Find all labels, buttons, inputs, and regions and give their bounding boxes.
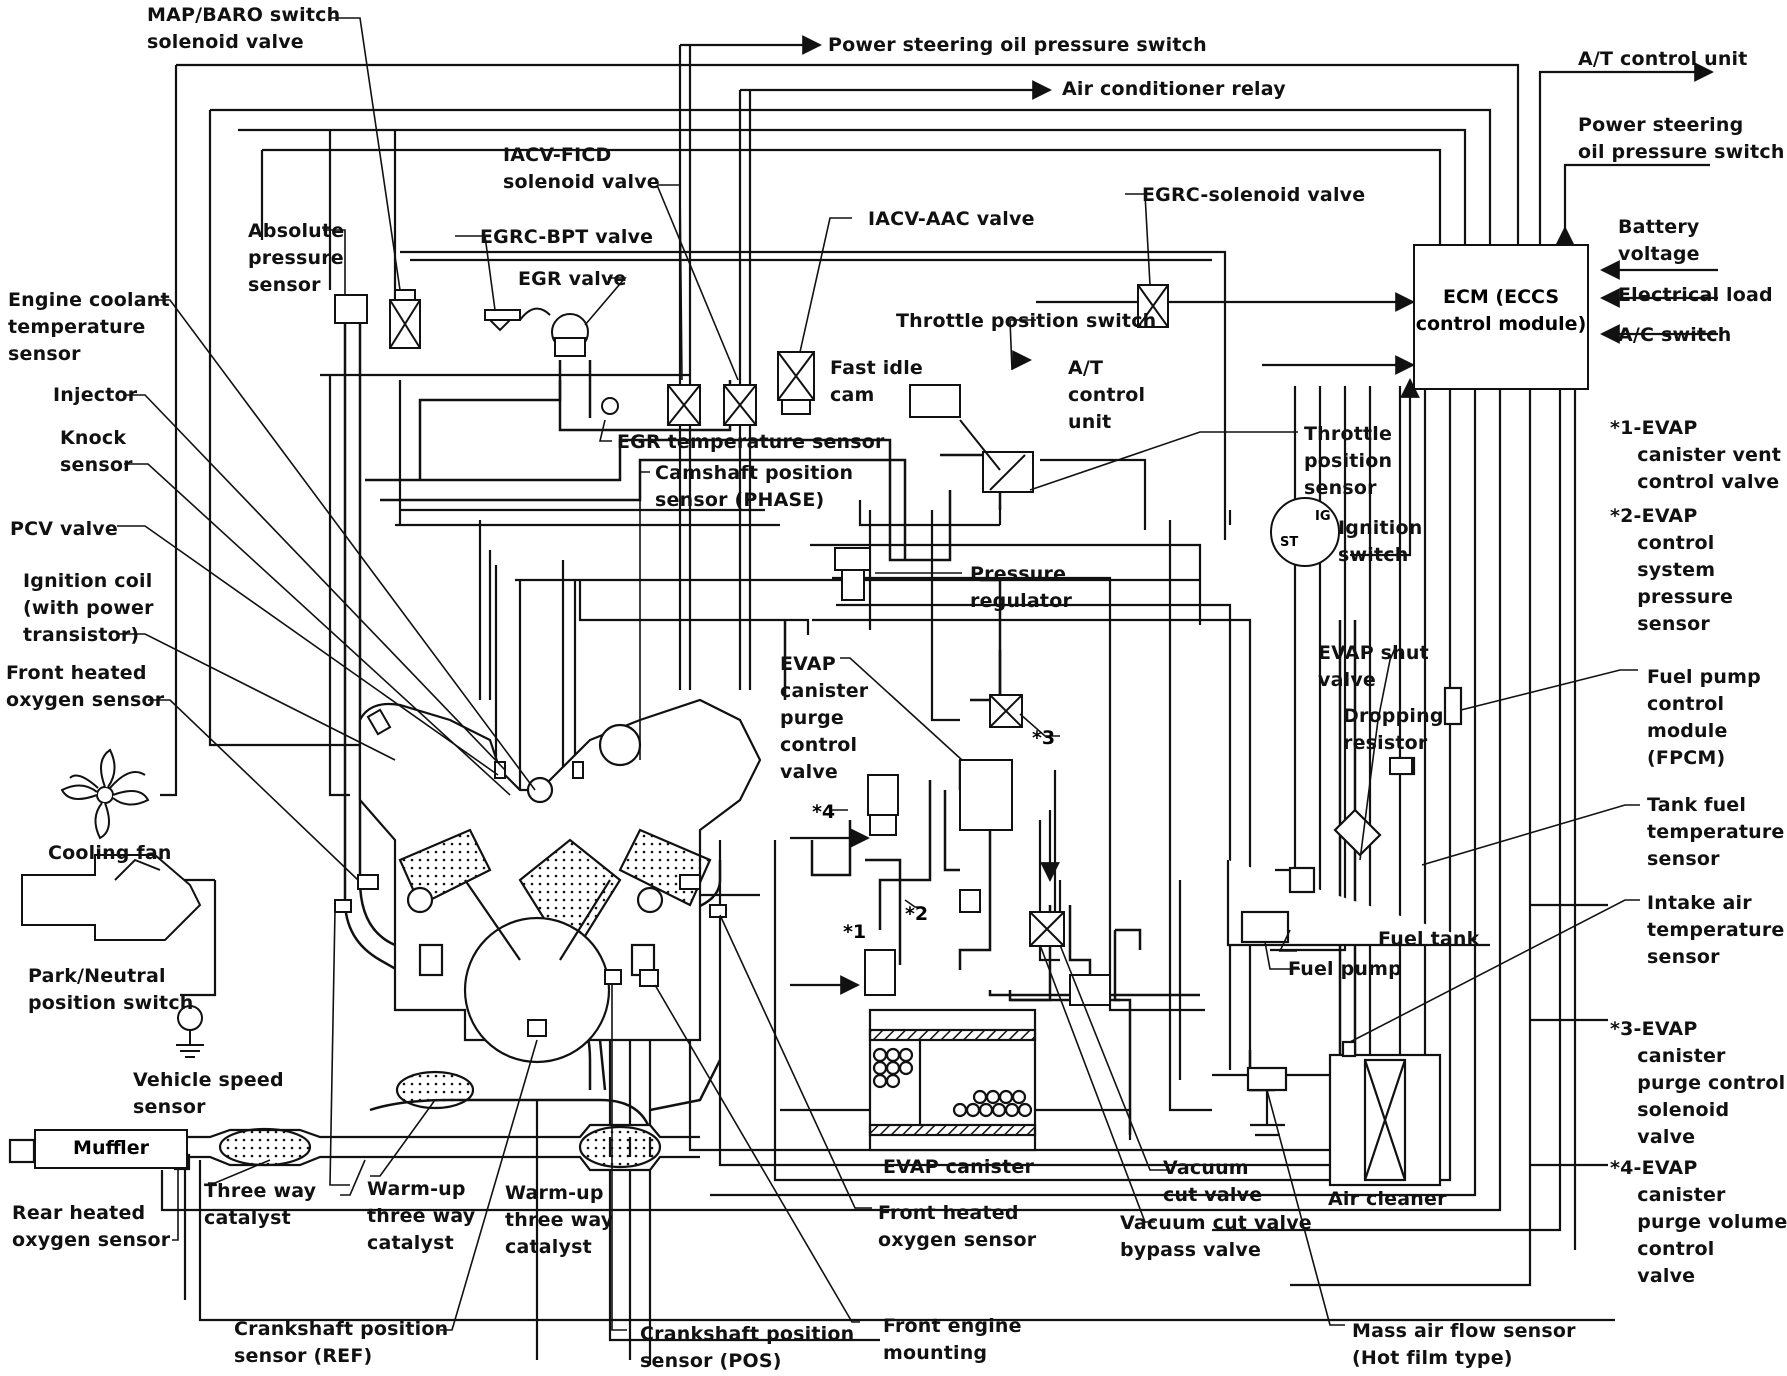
label-evap4: *4-EVAP canister purge volume control va… <box>1610 1157 1787 1287</box>
iacv-ficd-solenoid-valves <box>667 384 757 426</box>
label-iacv-ficd: IACV-FICD solenoid valve <box>503 144 660 193</box>
label-evap1: *1-EVAP canister vent control valve <box>1610 417 1782 493</box>
ecm-box: ECM (ECCS control module) <box>1413 244 1589 390</box>
label-ac-switch: A/C switch <box>1618 324 1732 346</box>
label-camshaft-position: Camshaft position sensor (PHASE) <box>655 462 854 511</box>
leader-lines <box>117 17 1640 1331</box>
pressure-regulator <box>834 547 871 601</box>
label-star2: *2 <box>905 903 928 925</box>
label-fpcm: Fuel pump control module (FPCM) <box>1647 666 1761 769</box>
iacv-aac-valve <box>777 351 815 415</box>
label-maf: Mass air flow sensor (Hot film type) <box>1352 1320 1576 1369</box>
label-throttle-position-switch: Throttle position switch <box>896 310 1157 332</box>
transmission <box>21 854 202 941</box>
label-crank-ref: Crankshaft position sensor (REF) <box>234 1318 449 1367</box>
label-evap-canister: EVAP canister <box>883 1156 1035 1178</box>
label-injector: Injector <box>53 384 138 406</box>
label-pcv-valve: PCV valve <box>10 518 118 540</box>
evap-canister <box>868 1008 1037 1152</box>
label-evap-purge: EVAP canister purge control valve <box>780 653 869 783</box>
label-front-heated-o2-left: Front heated oxygen sensor <box>6 662 165 711</box>
label-three-way-catalyst: Three way catalyst <box>204 1180 317 1229</box>
label-warmup-catalyst-2: Warm-up three way catalyst <box>505 1182 614 1258</box>
vehicle-speed-sensor <box>176 1005 204 1058</box>
throttle-position-switch <box>909 384 961 418</box>
small-sensors <box>334 708 727 1037</box>
cooling-fan <box>60 748 150 840</box>
label-park-neutral: Park/Neutral position switch <box>28 965 194 1014</box>
label-ps-switch-right: Power steering oil pressure switch <box>1578 114 1785 163</box>
label-egrc-solenoid: EGRC-solenoid valve <box>1142 184 1366 206</box>
absolute-pressure-sensor <box>334 294 368 324</box>
ecm-label: ECM (ECCS control module) <box>1415 286 1587 335</box>
label-warmup-catalyst-1: Warm-up three way catalyst <box>367 1178 476 1254</box>
map-baro-solenoid-valve <box>389 289 421 349</box>
label-egr-temp: EGR temperature sensor <box>617 431 885 453</box>
label-air-cleaner: Air cleaner <box>1328 1188 1447 1210</box>
label-star4: *4 <box>812 801 835 823</box>
label-vacuum-cut: Vacuum cut valve <box>1163 1157 1263 1206</box>
label-cooling-fan: Cooling fan <box>48 842 172 864</box>
label-map-baro: MAP/BARO switch solenoid valve <box>147 4 341 53</box>
egrc-bpt-valve <box>484 307 551 332</box>
label-ps-switch-top: Power steering oil pressure switch <box>828 34 1207 56</box>
label-egrc-bpt: EGRC-BPT valve <box>480 226 654 248</box>
label-fast-idle-cam: Fast idle cam <box>830 357 924 406</box>
label-evap3: *3-EVAP canister purge control solenoid … <box>1610 1018 1786 1148</box>
label-star1: *1 <box>843 921 866 943</box>
label-rear-heated-o2: Rear heated oxygen sensor <box>12 1202 171 1251</box>
label-at-control-unit-top: A/T control unit <box>1578 48 1748 70</box>
label-electrical-load: Electrical load <box>1618 284 1773 306</box>
label-engine-coolant: Engine coolant temperature sensor <box>8 289 170 365</box>
muffler-label: Muffler <box>73 1137 149 1159</box>
label-knock-sensor: Knock sensor <box>60 427 133 476</box>
label-front-engine-mounting: Front engine mounting <box>883 1315 1022 1364</box>
engine <box>358 698 762 1064</box>
label-vacuum-cut-bypass: Vacuum cut valve bypass valve <box>1120 1212 1312 1261</box>
label-tank-fuel-temp: Tank fuel temperature sensor <box>1647 794 1785 870</box>
label-evap-shut: EVAP shut valve <box>1318 642 1429 691</box>
dropping-resistor <box>1389 757 1413 775</box>
ignition-switch-ig: IG <box>1315 509 1331 524</box>
label-ignition-switch: Ignition switch <box>1338 517 1423 566</box>
label-ignition-coil: Ignition coil (with power transistor) <box>23 570 154 646</box>
label-front-heated-o2-right: Front heated oxygen sensor <box>878 1202 1037 1251</box>
label-at-control-unit-mid: A/T control unit <box>1068 357 1146 433</box>
air-cleaner <box>1246 1040 1442 1187</box>
label-pressure-regulator: Pressure regulator <box>970 563 1073 612</box>
throttle-body <box>959 419 1034 493</box>
label-throttle-position-sensor: Throttle position sensor <box>1304 423 1393 499</box>
ignition-switch-st: ST <box>1280 535 1298 550</box>
label-evap2: *2-EVAP control system pressure sensor <box>1610 505 1734 635</box>
ignition-switch <box>1270 497 1340 567</box>
egrc-solenoid-valve <box>1137 284 1169 328</box>
egr-valve <box>551 313 619 415</box>
fuel-tank <box>1226 686 1490 947</box>
label-fuel-tank: Fuel tank <box>1378 928 1480 950</box>
label-ac-relay: Air conditioner relay <box>1062 78 1286 100</box>
label-intake-air-temp: Intake air temperature sensor <box>1647 892 1785 968</box>
label-vehicle-speed: Vehicle speed sensor <box>133 1069 284 1118</box>
label-battery-voltage: Battery voltage <box>1618 216 1700 265</box>
label-iacv-aac: IACV-AAC valve <box>868 208 1035 230</box>
muffler-box: Muffler <box>34 1129 188 1169</box>
label-egr-valve: EGR valve <box>518 268 627 290</box>
label-star3: *3 <box>1032 727 1055 749</box>
label-absolute-pressure: Absolute pressure sensor <box>248 220 345 296</box>
exhaust-catalysts <box>8 1070 700 1172</box>
label-crank-pos: Crankshaft position sensor (POS) <box>640 1323 855 1372</box>
label-dropping-resistor: Dropping resistor <box>1343 705 1444 754</box>
evap-components <box>864 694 1111 1006</box>
label-fuel-pump: Fuel pump <box>1288 958 1402 980</box>
